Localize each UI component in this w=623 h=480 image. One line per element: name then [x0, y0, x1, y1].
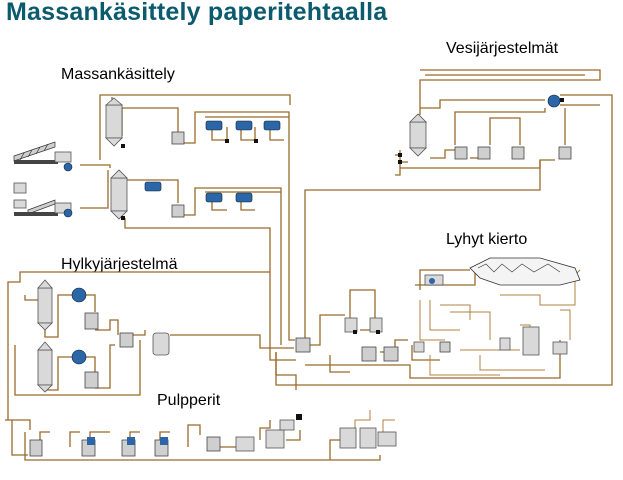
conveyor-upper — [13, 141, 73, 172]
storage-tower-1 — [104, 97, 124, 147]
screens — [87, 317, 568, 452]
section-label-pulpperit: Pulpperit — [157, 392, 221, 409]
section-label-hylkyjarjestelma: Hylkyjärjestelmä — [61, 256, 178, 273]
small-tanks — [29, 131, 572, 457]
page-title: Massankäsittely paperitehtaalla — [6, 0, 388, 26]
reject-tower-1 — [37, 279, 53, 331]
pumps — [71, 94, 561, 365]
valves — [121, 98, 564, 420]
section-label-vesijarjestelmat: Vesijärjestelmät — [446, 40, 559, 57]
short-circulation-tank — [522, 326, 540, 356]
conveyor-lower — [13, 182, 73, 218]
headbox — [424, 257, 581, 286]
equipment — [13, 94, 581, 457]
reject-tower-2 — [37, 341, 53, 393]
water-tower — [409, 113, 427, 157]
section-label-massankasittely: Massankäsittely — [61, 66, 175, 83]
section-label-lyhyt-kierto: Lyhyt kierto — [446, 231, 528, 248]
storage-tower-2 — [110, 169, 128, 220]
